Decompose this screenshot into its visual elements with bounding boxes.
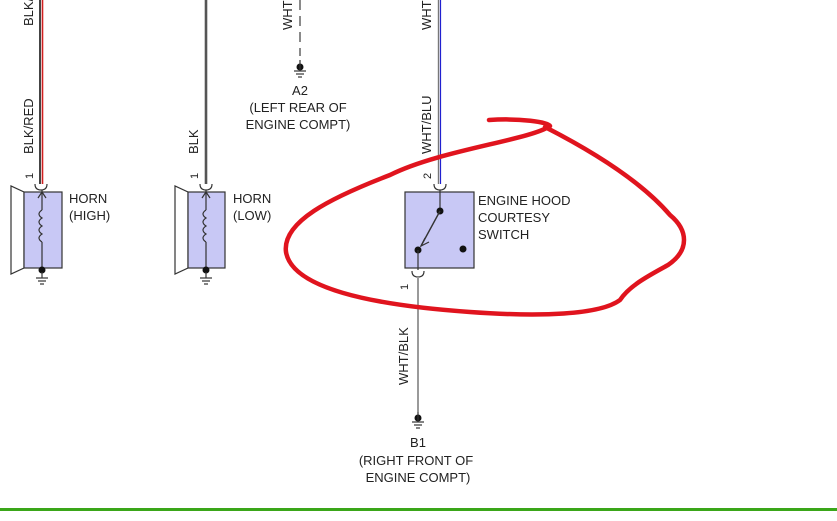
up-arrow-icon — [37, 190, 47, 199]
horn-low-label-1: HORN — [233, 191, 271, 206]
wire-label-blk-red: BLK/RED — [21, 98, 36, 154]
ground-icon — [412, 412, 424, 429]
up-arrow-icon — [201, 190, 211, 199]
coil-icon — [38, 209, 44, 243]
horn-low-symbol — [174, 185, 189, 275]
ground-a2-location-2: ENGINE COMPT) — [246, 117, 351, 132]
red-annotation-circle — [283, 117, 687, 317]
horn-high-label-1: HORN — [69, 191, 107, 206]
pin-label-horn-low: 1 — [189, 173, 201, 179]
ground-b1-location-1: (RIGHT FRONT OF — [359, 453, 473, 468]
ground-a2-location-1: (LEFT REAR OF — [249, 100, 346, 115]
connector-cup — [411, 270, 425, 278]
horn-high-label-2: (HIGH) — [69, 208, 110, 223]
horn-low-label-2: (LOW) — [233, 208, 271, 223]
connector-cup — [34, 183, 48, 191]
wire-label-wht-left: WHT — [280, 0, 295, 30]
hood-switch-body — [404, 191, 475, 269]
ground-icon — [294, 60, 306, 78]
ground-icon — [36, 272, 48, 285]
wire-label-wht-right: WHT — [419, 0, 434, 30]
wire-label-wht-blu: WHT/BLU — [419, 96, 434, 155]
hood-switch-circuit: WHT WHT/BLU 2 1 ENGINE HOOD COURTESY SWI… — [359, 0, 570, 485]
hood-switch-label-3: SWITCH — [478, 227, 529, 242]
pin-label-horn-high: 1 — [24, 173, 36, 179]
ground-b1-id: B1 — [410, 435, 426, 450]
connector-cup — [199, 183, 213, 191]
ground-a2-id: A2 — [292, 83, 308, 98]
bottom-divider — [0, 508, 837, 511]
arrow-icon — [419, 237, 430, 248]
ground-a2-circuit: WHT A2 (LEFT REAR OF ENGINE COMPT) — [246, 0, 351, 132]
pin-label-switch-bottom: 1 — [399, 284, 411, 290]
ground-icon — [200, 272, 212, 285]
coil-icon — [202, 209, 208, 243]
wire-label-wht-blk: WHT/BLK — [396, 327, 411, 385]
switch-contact-open — [459, 245, 467, 253]
wire-label-blk-red-top: BLK/ — [21, 0, 36, 26]
hood-switch-label-2: COURTESY — [478, 210, 550, 225]
horn-low-circuit: BLK 1 HORN (LOW) — [174, 0, 271, 285]
connector-cup — [433, 183, 447, 191]
horn-high-body — [23, 191, 63, 269]
pin-label-switch-top: 2 — [422, 173, 434, 179]
hood-switch-label-1: ENGINE HOOD — [478, 193, 570, 208]
horn-high-circuit: BLK/ BLK/RED 1 HORN (HIGH) — [10, 0, 110, 285]
ground-b1-location-2: ENGINE COMPT) — [366, 470, 471, 485]
wire-label-blk: BLK — [186, 129, 201, 154]
horn-high-symbol — [10, 185, 25, 275]
